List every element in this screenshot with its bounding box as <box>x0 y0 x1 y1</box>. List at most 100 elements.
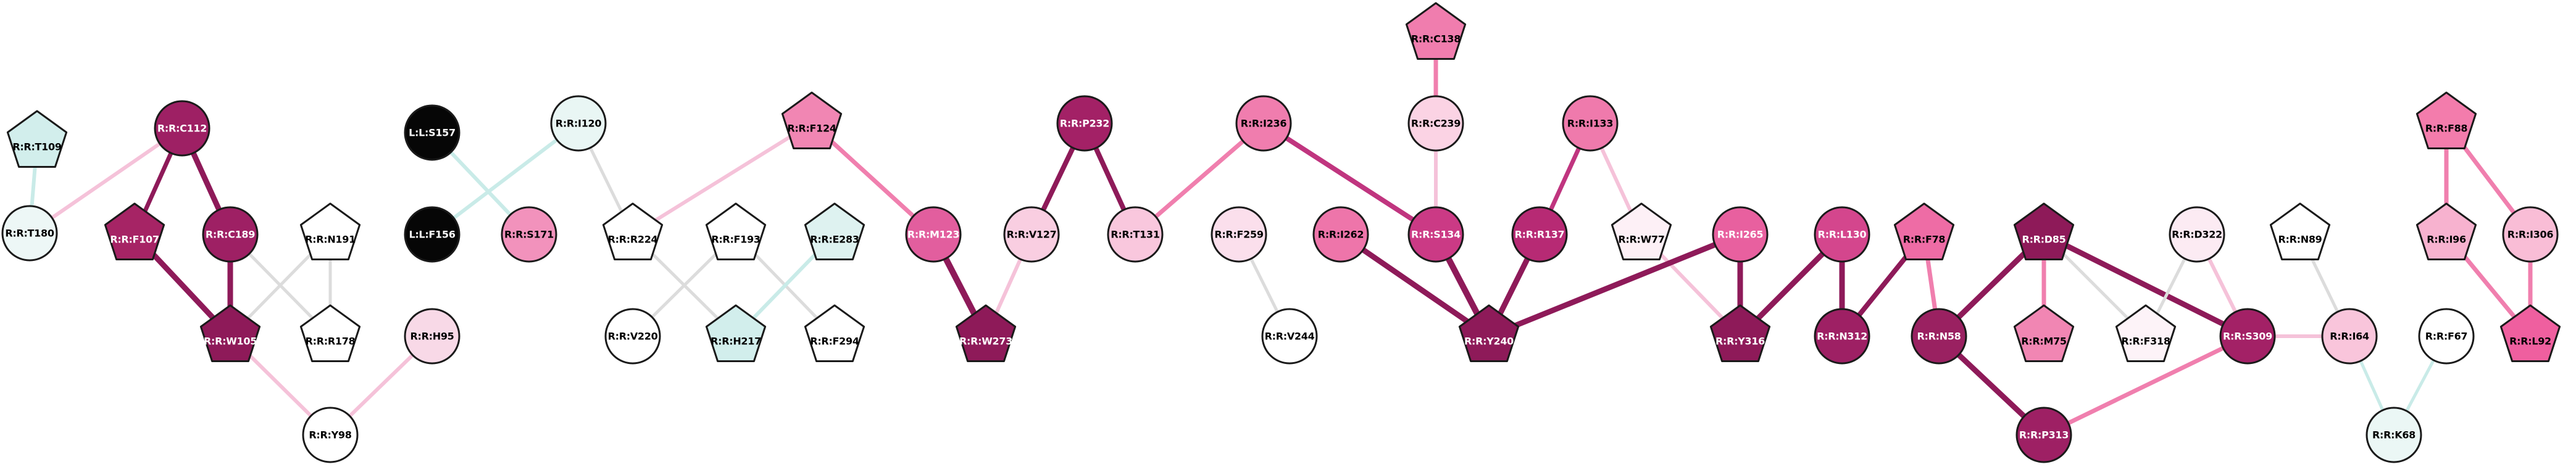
node-r137[interactable]: R:R:R137 <box>1511 206 1568 263</box>
node-i64[interactable]: R:R:I64 <box>2321 308 2378 365</box>
pentagon-node-shape <box>2013 304 2075 362</box>
circle-node-shape <box>2169 206 2225 263</box>
circle-node-shape <box>1911 308 1967 365</box>
node-s309[interactable]: R:R:S309 <box>2219 308 2276 365</box>
node-k68[interactable]: R:R:K68 <box>2366 407 2422 463</box>
circle-node-shape <box>1261 308 1318 365</box>
circle-node-shape <box>1312 206 1369 263</box>
circle-node-shape <box>550 95 607 152</box>
node-n58[interactable]: R:R:N58 <box>1911 308 1967 365</box>
node-v244[interactable]: R:R:V244 <box>1261 308 1318 365</box>
node-w273[interactable]: R:R:W273 <box>955 304 1017 362</box>
node-c239[interactable]: R:R:C239 <box>1407 95 1464 152</box>
node-p232[interactable]: R:R:P232 <box>1056 95 1113 152</box>
pentagon-node-shape <box>1405 2 1467 60</box>
circle-node-shape <box>404 104 461 161</box>
node-i306[interactable]: R:R:I306 <box>2502 206 2559 263</box>
edge-d85-s309 <box>2041 231 2251 339</box>
node-m123[interactable]: R:R:M123 <box>905 206 962 263</box>
node-i120[interactable]: R:R:I120 <box>550 95 607 152</box>
circle-node-shape <box>1814 206 1870 263</box>
node-s134[interactable]: R:R:S134 <box>1407 206 1464 263</box>
node-f88[interactable]: R:R:F88 <box>2416 91 2477 149</box>
node-t131[interactable]: R:R:T131 <box>1107 206 1164 263</box>
node-s171[interactable]: R:R:S171 <box>501 206 557 263</box>
circle-node-shape <box>1003 206 1060 263</box>
pentagon-node-shape <box>2416 91 2477 149</box>
circle-node-shape <box>404 206 461 263</box>
node-m75[interactable]: R:R:M75 <box>2013 304 2075 362</box>
circle-node-shape <box>154 100 210 157</box>
pentagon-node-shape <box>104 202 165 260</box>
node-f124[interactable]: R:R:F124 <box>781 91 843 149</box>
circle-node-shape <box>905 206 962 263</box>
circle-node-shape <box>1814 308 1870 365</box>
node-d322[interactable]: R:R:D322 <box>2169 206 2225 263</box>
circle-node-shape <box>1235 95 1292 152</box>
node-n312[interactable]: R:R:N312 <box>1814 308 1870 365</box>
node-c189[interactable]: R:R:C189 <box>202 206 259 263</box>
circle-node-shape <box>2321 308 2378 365</box>
edge-y240-i265 <box>1486 231 1743 339</box>
circle-node-shape <box>604 308 661 365</box>
node-y98[interactable]: R:R:Y98 <box>302 407 359 463</box>
node-h95[interactable]: R:R:H95 <box>404 308 461 365</box>
node-f193[interactable]: R:R:F193 <box>705 202 767 260</box>
node-p313[interactable]: R:R:P313 <box>2015 407 2072 463</box>
circle-node-shape <box>2418 308 2475 365</box>
node-e283[interactable]: R:R:E283 <box>804 202 865 260</box>
pentagon-node-shape <box>1893 202 1955 260</box>
circle-node-shape <box>1407 95 1464 152</box>
pentagon-node-shape <box>705 304 767 362</box>
node-r224[interactable]: R:R:R224 <box>602 202 664 260</box>
node-t180[interactable]: R:R:T180 <box>1 205 58 262</box>
circle-node-shape <box>2219 308 2276 365</box>
node-v220[interactable]: R:R:V220 <box>604 308 661 365</box>
circle-node-shape <box>1107 206 1164 263</box>
pentagon-node-shape <box>2013 202 2075 260</box>
circle-node-shape <box>1562 95 1619 152</box>
circle-node-shape <box>1 205 58 262</box>
edge-i236-s134 <box>1261 121 1438 237</box>
node-n89[interactable]: R:R:N89 <box>2269 202 2331 260</box>
node-c112[interactable]: R:R:C112 <box>154 100 210 157</box>
node-i133[interactable]: R:R:I133 <box>1562 95 1619 152</box>
node-t109[interactable]: R:R:T109 <box>6 110 68 168</box>
node-i262[interactable]: R:R:I262 <box>1312 206 1369 263</box>
pentagon-node-shape <box>804 304 865 362</box>
pentagon-node-shape <box>199 304 261 362</box>
pentagon-node-shape <box>299 304 361 362</box>
node-w77[interactable]: R:R:W77 <box>1611 202 1672 260</box>
node-f78[interactable]: R:R:F78 <box>1893 202 1955 260</box>
edge-p313-s309 <box>2041 334 2250 437</box>
pentagon-node-shape <box>2416 202 2477 260</box>
node-f67[interactable]: R:R:F67 <box>2418 308 2475 365</box>
node-y240[interactable]: R:R:Y240 <box>1458 304 1520 362</box>
node-f156[interactable]: L:L:F156 <box>404 206 461 263</box>
node-i265[interactable]: R:R:I265 <box>1712 206 1769 263</box>
node-f107[interactable]: R:R:F107 <box>104 202 165 260</box>
pentagon-node-shape <box>299 202 361 260</box>
edge-f124-r224 <box>631 122 814 236</box>
circle-node-shape <box>2015 407 2072 463</box>
pentagon-node-shape <box>955 304 1017 362</box>
node-n191[interactable]: R:R:N191 <box>299 202 361 260</box>
edge-c112-t180 <box>28 126 184 235</box>
circle-node-shape <box>1511 206 1568 263</box>
pentagon-node-shape <box>1709 304 1771 362</box>
pentagon-node-shape <box>6 110 68 168</box>
node-i96[interactable]: R:R:I96 <box>2416 202 2477 260</box>
node-f259[interactable]: R:R:F259 <box>1211 206 1267 263</box>
node-d85[interactable]: R:R:D85 <box>2013 202 2075 260</box>
circle-node-shape <box>1407 206 1464 263</box>
pentagon-node-shape <box>602 202 664 260</box>
node-v127[interactable]: R:R:V127 <box>1003 206 1060 263</box>
node-i236[interactable]: R:R:I236 <box>1235 95 1292 152</box>
circle-node-shape <box>302 407 359 463</box>
node-s157[interactable]: L:L:S157 <box>404 104 461 161</box>
node-l130[interactable]: R:R:L130 <box>1814 206 1870 263</box>
node-c138[interactable]: R:R:C138 <box>1405 2 1467 60</box>
pentagon-node-shape <box>705 202 767 260</box>
